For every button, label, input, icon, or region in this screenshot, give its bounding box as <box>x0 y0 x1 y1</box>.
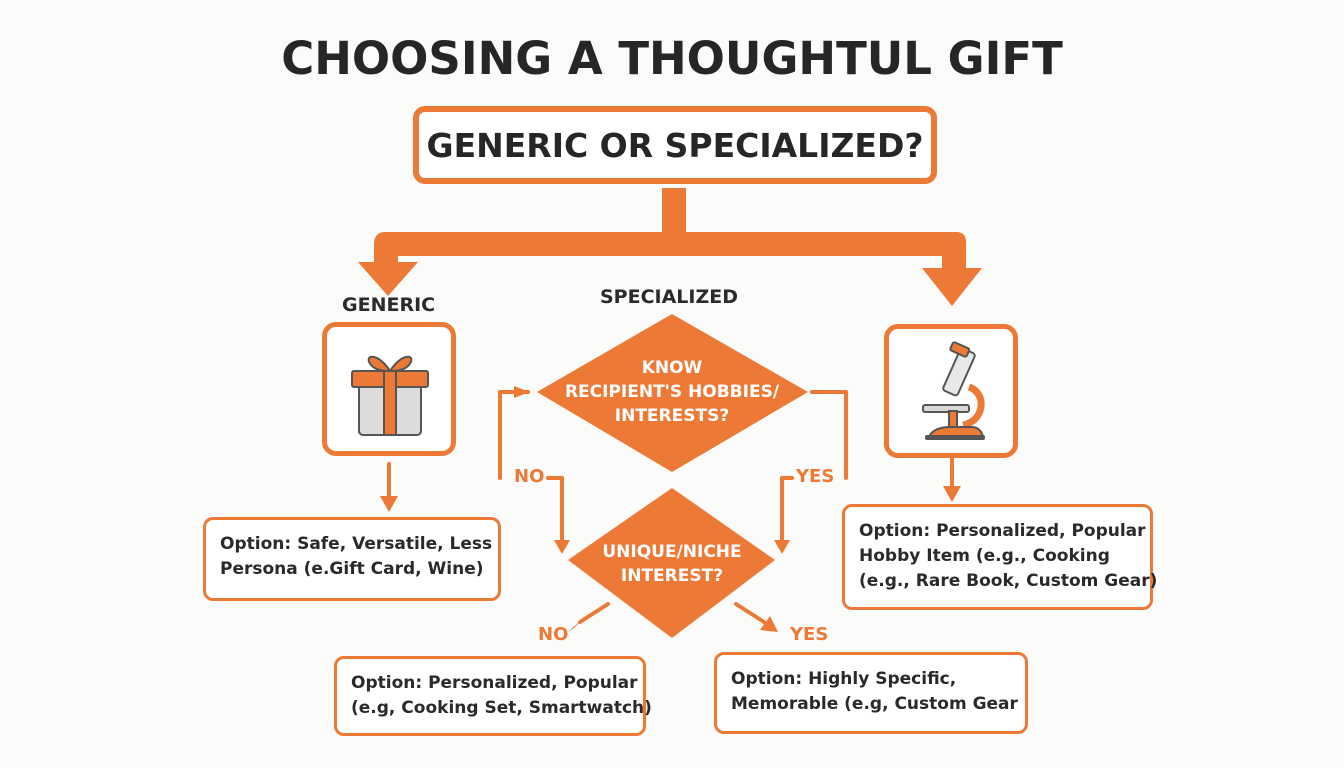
specialized-icon-box <box>884 324 1018 458</box>
specialized-arrowhead-small <box>943 486 961 502</box>
gift-icon <box>351 355 429 436</box>
option-popular: Option: Personalized, Popular (e.g, Cook… <box>334 656 652 736</box>
hobbies-line-3: INTERESTS? <box>614 406 730 426</box>
niche-no-line <box>578 602 610 624</box>
option-specific-line-2: Memorable (e.g, Custom Gear <box>731 694 1018 714</box>
outer-yes-label: YES <box>796 466 835 487</box>
option-generic-line-2: Persona (e.Gift Card, Wine) <box>220 559 484 579</box>
hobbies-line-1: KNOW <box>641 358 703 378</box>
niche-yes-line <box>734 602 766 624</box>
trunk-connector <box>662 188 686 238</box>
hobbies-line-2: RECIPIENT'S HOBBIES/ <box>564 382 780 402</box>
niche-question: UNIQUE/NICHE INTEREST? <box>582 540 762 588</box>
outer-no-label: NO <box>514 466 545 487</box>
hobbies-diamond <box>537 314 808 472</box>
niche-line-2: INTEREST? <box>620 566 724 586</box>
niche-yes-arrowhead <box>760 616 778 632</box>
niche-line-1: UNIQUE/NICHE <box>602 542 742 562</box>
hobbies-question: KNOW RECIPIENT'S HOBBIES/ INTERESTS? <box>552 356 792 428</box>
option-popular-line-2: (e.g, Cooking Set, Smartwatch) <box>351 698 652 718</box>
inner-no-label: NO <box>538 624 569 645</box>
option-generic: Option: Safe, Versatile, Less Persona (e… <box>203 517 501 601</box>
generic-arrowhead <box>358 262 418 296</box>
main-split-arrows <box>358 188 982 306</box>
option-popular-hobby-line-1: Option: Personalized, Popular <box>859 521 1146 541</box>
niche-diamond <box>568 488 775 638</box>
option-generic-line-1: Option: Safe, Versatile, Less <box>220 534 493 554</box>
no-arrowhead <box>554 540 570 554</box>
loop-arrowhead <box>514 386 530 398</box>
generic-arrowhead-small <box>380 496 398 512</box>
option-popular-hobby-line-2: Hobby Item (e.g., Cooking <box>859 546 1110 566</box>
microscope-icon <box>922 341 985 440</box>
generic-label: GENERIC <box>342 294 436 316</box>
niche-no-arrowhead <box>568 614 588 632</box>
specialized-arrowhead <box>922 268 982 306</box>
specialized-label: SPECIALIZED <box>600 286 739 308</box>
option-popular-hobby: Option: Personalized, Popular Hobby Item… <box>842 504 1158 610</box>
option-popular-hobby-line-3: (e.g., Rare Book, Custom Gear) <box>859 571 1158 591</box>
generic-icon-box <box>322 322 456 456</box>
right-loop-line <box>810 390 848 480</box>
option-specific: Option: Highly Specific, Memorable (e.g,… <box>714 652 1028 734</box>
inner-yes-label: YES <box>790 624 829 645</box>
question-text: GENERIC OR SPECIALIZED? <box>426 125 924 165</box>
question-box: GENERIC OR SPECIALIZED? <box>413 106 937 184</box>
split-bar <box>374 232 966 268</box>
page-title: CHOOSING A THOUGHTUL GIFT <box>281 32 1063 85</box>
yes-down-line <box>780 476 794 542</box>
no-down-line <box>546 476 564 542</box>
option-specific-line-1: Option: Highly Specific, <box>731 669 957 689</box>
yes-arrowhead <box>774 540 790 554</box>
option-popular-line-1: Option: Personalized, Popular <box>351 673 638 693</box>
